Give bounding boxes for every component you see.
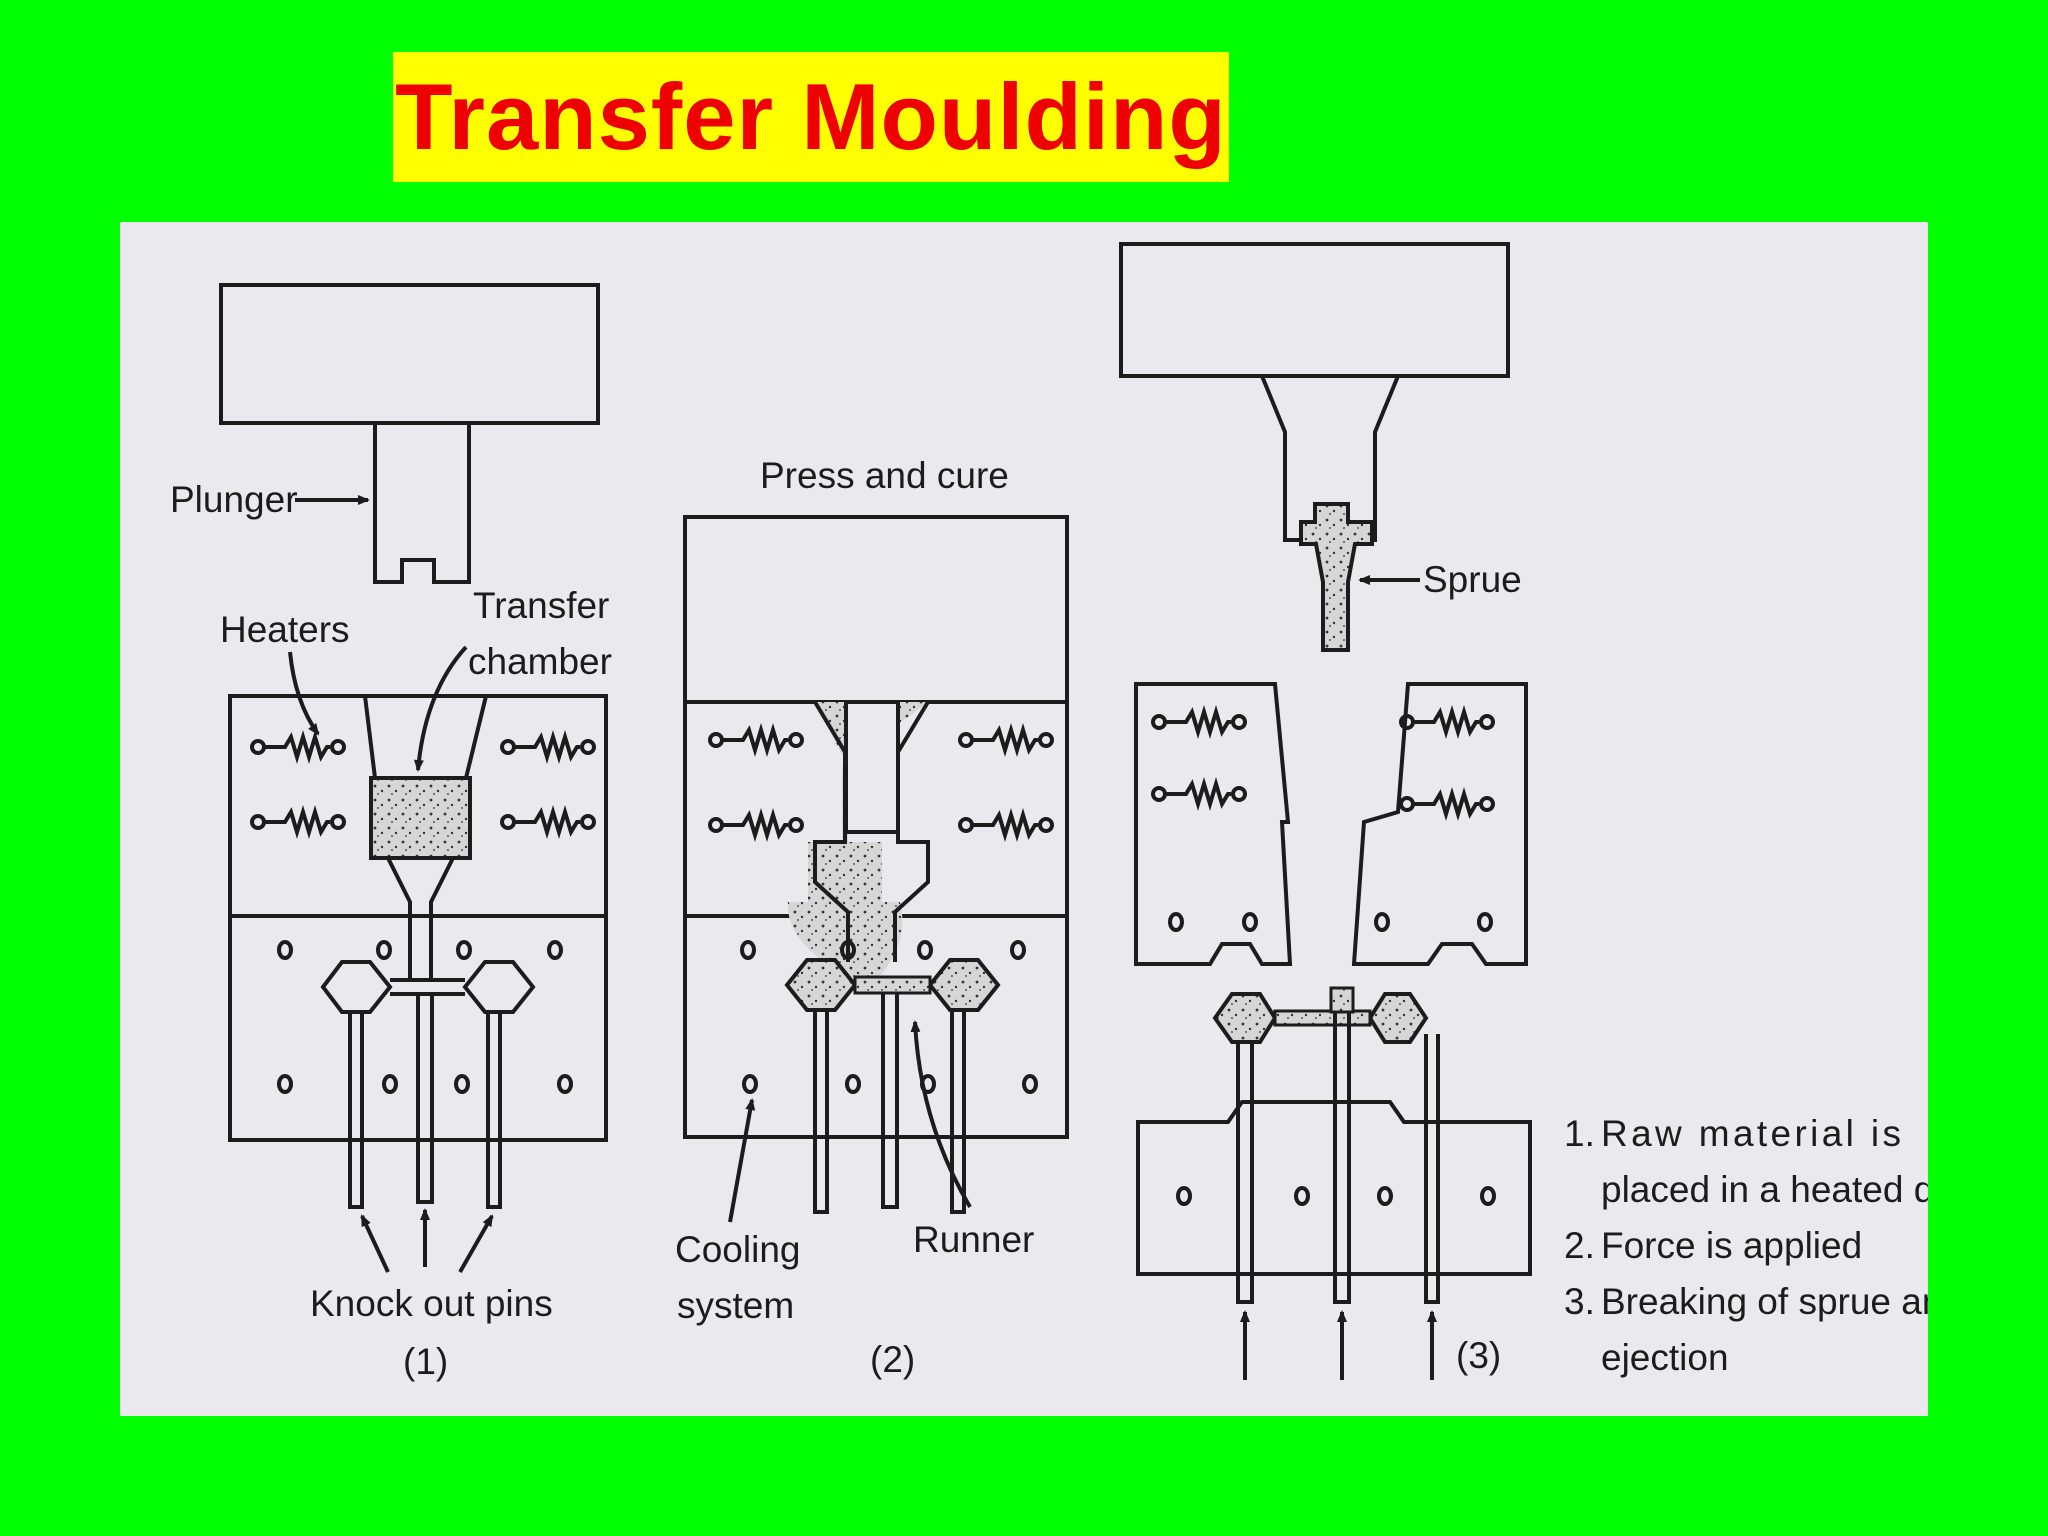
heater-icon bbox=[1151, 777, 1247, 811]
stage-1-cavity-left bbox=[320, 960, 393, 1014]
cooling-arrow bbox=[728, 1098, 756, 1223]
stage-3-upper-die-left bbox=[1134, 682, 1293, 966]
stage-3-part-right bbox=[1367, 992, 1429, 1044]
stage-1-press-platen bbox=[219, 283, 600, 425]
stage-3-sprue-plug bbox=[1299, 502, 1374, 652]
diagram-panel: Plunger Heaters Transfer chamber Knock o… bbox=[120, 222, 1928, 1416]
label-transfer: Transfer bbox=[473, 585, 609, 626]
step-3-number: 3. bbox=[1564, 1281, 1595, 1322]
stage-1-runner bbox=[390, 978, 465, 996]
step-2-number: 2. bbox=[1564, 1225, 1595, 1266]
stage-1-diagram bbox=[219, 283, 608, 1273]
step-1-line-1: Raw material is bbox=[1601, 1113, 1901, 1154]
label-heaters: Heaters bbox=[220, 609, 350, 650]
steps-list: 1. Raw material is placed in a heated di… bbox=[1564, 1113, 1928, 1378]
heater-icon bbox=[250, 805, 346, 839]
stage-3-pin-arrows bbox=[1240, 1310, 1437, 1380]
stage-3-lower-holes bbox=[1176, 1186, 1496, 1206]
stage-2-die-block bbox=[683, 515, 1069, 1139]
heater-icon bbox=[958, 723, 1054, 757]
step-2-line-1: Force is applied bbox=[1601, 1225, 1862, 1266]
label-sprue: Sprue bbox=[1423, 559, 1522, 600]
heater-icon bbox=[958, 808, 1054, 842]
stage-3-knock-out-pins bbox=[1236, 1012, 1440, 1304]
heater-icon bbox=[708, 723, 804, 757]
heater-icon bbox=[500, 805, 596, 839]
heater-icon bbox=[500, 730, 596, 764]
label-stage-2: (2) bbox=[870, 1339, 915, 1380]
heater-icon bbox=[250, 730, 346, 764]
runner-arrow bbox=[910, 1020, 972, 1209]
stage-3-press-platen bbox=[1119, 242, 1510, 378]
stage-3-upper-die-right bbox=[1351, 682, 1528, 966]
heater-icon bbox=[1399, 705, 1495, 739]
stage-3-diagram bbox=[1119, 242, 1532, 1380]
transfer-chamber-arrow bbox=[413, 645, 468, 772]
page-title: Transfer Moulding bbox=[395, 64, 1227, 169]
label-cooling: Cooling bbox=[675, 1229, 800, 1270]
stage-1-sprue bbox=[386, 857, 455, 982]
stage-2-plunger bbox=[844, 700, 900, 834]
label-press-and-cure: Press and cure bbox=[760, 455, 1009, 496]
label-runner: Runner bbox=[913, 1219, 1034, 1260]
step-3-line-2: ejection bbox=[1601, 1337, 1729, 1378]
step-1-number: 1. bbox=[1564, 1113, 1595, 1154]
heater-icon bbox=[1151, 705, 1247, 739]
title-banner: Transfer Moulding bbox=[393, 52, 1229, 182]
step-3-line-1: Breaking of sprue and bbox=[1601, 1281, 1928, 1322]
stage-1-cooling-holes bbox=[277, 940, 573, 1094]
stage-2-runner bbox=[853, 975, 932, 995]
stage-1-pin-arrows bbox=[360, 1208, 494, 1273]
label-stage-3: (3) bbox=[1456, 1335, 1501, 1376]
label-knock-out-pins: Knock out pins bbox=[310, 1283, 553, 1324]
stage-2-diagram bbox=[683, 515, 1069, 1223]
stage-1-raw-charge bbox=[369, 776, 472, 860]
step-1-line-2: placed in a heated die bbox=[1601, 1169, 1928, 1210]
label-plunger: Plunger bbox=[170, 479, 298, 520]
stage-1-plunger bbox=[373, 423, 471, 584]
stage-3-lower-die bbox=[1136, 1100, 1532, 1276]
heater-icon bbox=[708, 808, 804, 842]
label-chamber: chamber bbox=[468, 641, 612, 682]
stage-2-knock-out-pins bbox=[813, 993, 966, 1214]
stage-2-material bbox=[787, 702, 928, 978]
heaters-arrow bbox=[288, 651, 320, 736]
stage-3-upper-holes bbox=[1168, 912, 1493, 932]
label-stage-1: (1) bbox=[403, 1341, 448, 1382]
stage-1-knock-out-pins bbox=[348, 994, 502, 1209]
stage-1-cavity-right bbox=[462, 960, 536, 1014]
label-system: system bbox=[677, 1285, 794, 1326]
stage-3-sprue-stub bbox=[1329, 986, 1355, 1014]
stage-3-runner bbox=[1273, 1009, 1372, 1027]
heater-icon bbox=[1399, 787, 1495, 821]
